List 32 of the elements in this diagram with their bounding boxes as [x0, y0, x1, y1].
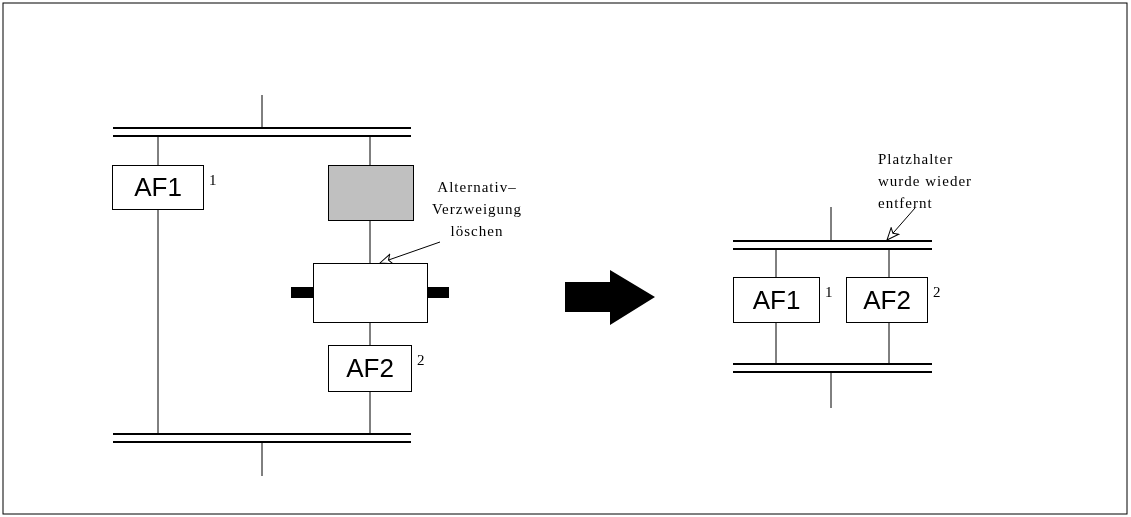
step-name: AF1 [134, 172, 182, 203]
step-box [313, 263, 428, 323]
connector-line [157, 136, 159, 166]
sync-double-bar [113, 433, 411, 443]
step-number: 1 [209, 172, 217, 189]
leader-arrow [379, 241, 441, 265]
step-number: 2 [417, 352, 425, 369]
annotation-text: Alternativ– Verzweigung löschen [418, 176, 536, 242]
sync-double-bar [733, 363, 932, 373]
step-name: AF2 [863, 284, 911, 316]
leader-arrow [886, 207, 916, 241]
connector-line [369, 322, 371, 346]
connector-line [261, 442, 263, 477]
sync-double-bar [733, 240, 932, 250]
step-name: AF1 [752, 284, 801, 316]
connector-line [775, 322, 777, 364]
connector-line [888, 322, 890, 364]
connector-line [830, 206, 832, 241]
connector-line [775, 249, 777, 278]
sync-double-bar [113, 127, 411, 137]
step-box [328, 165, 414, 221]
step-number: 2 [933, 284, 941, 301]
step-number: 1 [825, 284, 833, 301]
connector-line [830, 372, 832, 409]
connector-line [369, 136, 371, 166]
connector-line [888, 249, 890, 278]
connector-line [261, 94, 263, 128]
step-name: AF2 [346, 353, 394, 384]
connector-line [369, 220, 371, 264]
connector-line [369, 391, 371, 434]
connector-line [157, 209, 159, 434]
annotation-text: Platzhalter wurde wieder entfernt [878, 148, 998, 208]
